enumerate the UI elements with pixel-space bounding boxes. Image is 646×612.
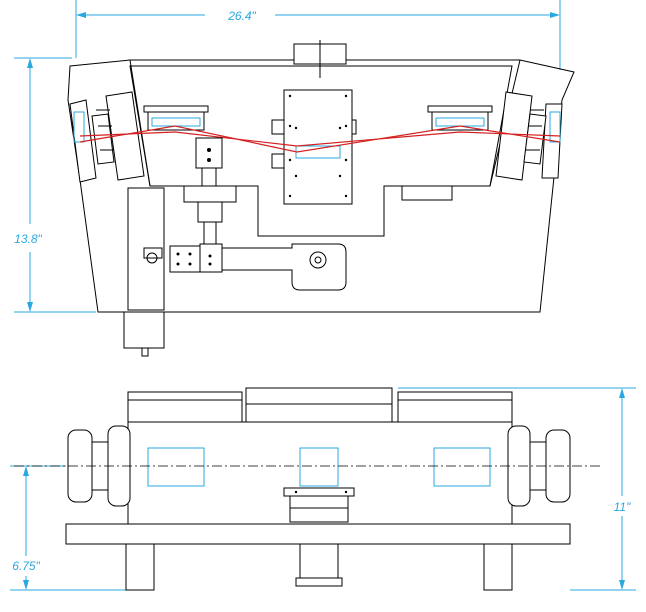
left-mirror-mount <box>69 91 145 183</box>
top-lids <box>127 387 513 423</box>
laser-beam-path <box>79 125 561 153</box>
top-view <box>67 40 575 357</box>
dimension-front-height: 11" <box>398 387 636 591</box>
front-view <box>14 387 600 591</box>
dimension-label-base-height: 6.75" <box>12 559 40 573</box>
front-stage <box>283 487 355 523</box>
leg-left <box>125 543 155 591</box>
dimension-top-height: 13.8" <box>14 57 96 313</box>
dimension-label-height: 13.8" <box>14 232 42 246</box>
dimension-label-width: 26.4" <box>227 9 256 23</box>
long-arm <box>169 243 347 291</box>
leg-right <box>483 543 513 591</box>
base-plate <box>65 523 571 545</box>
dimension-overall-width: 26.4" <box>75 0 561 70</box>
column-and-motor <box>123 187 165 357</box>
right-tab <box>401 185 453 201</box>
front-window-right <box>433 447 491 487</box>
front-window-center <box>299 447 339 487</box>
central-stage <box>271 89 357 205</box>
front-window-left <box>147 447 205 487</box>
translator-assembly <box>183 137 237 253</box>
dimension-label-front-height: 11" <box>614 500 631 514</box>
front-left-flanges <box>67 425 131 507</box>
